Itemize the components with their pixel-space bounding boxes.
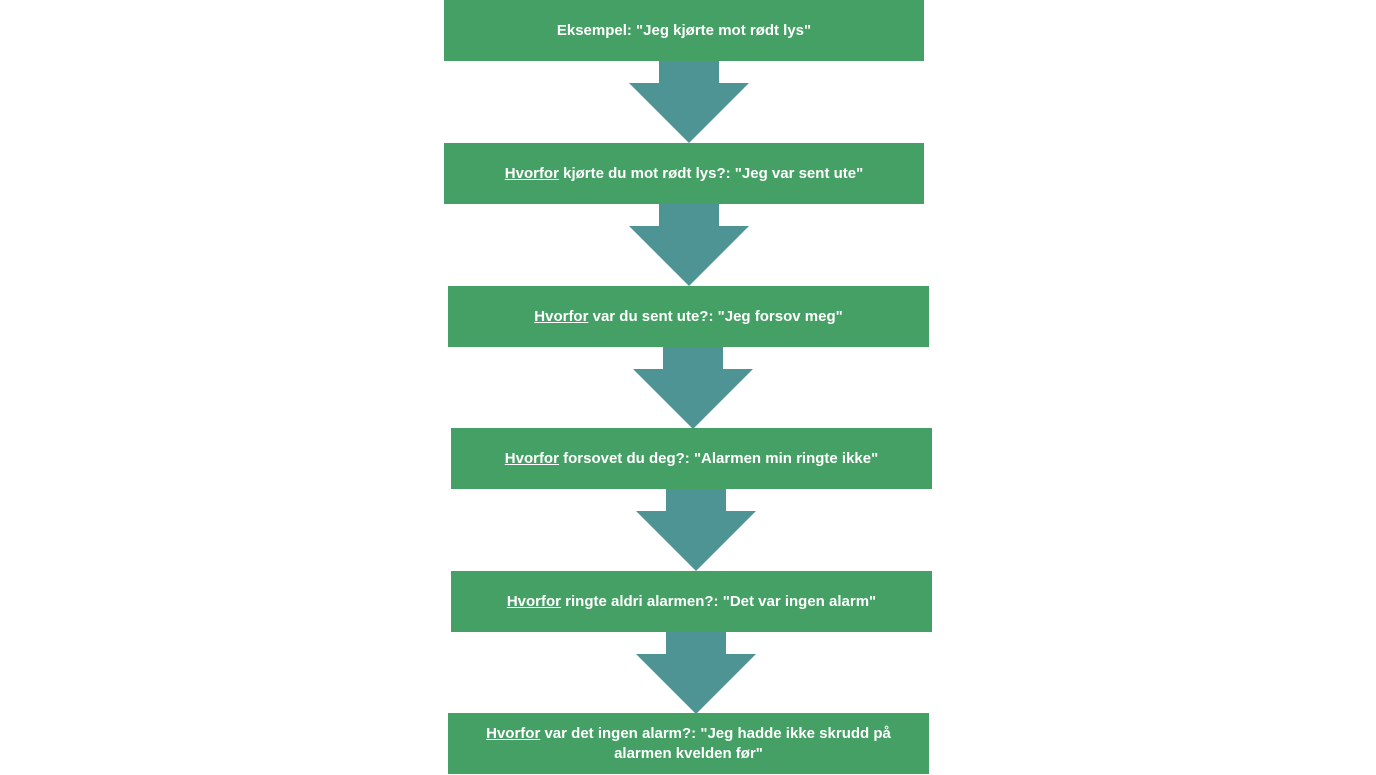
why-keyword: Hvorfor (534, 307, 589, 325)
down-arrow-icon (636, 632, 756, 714)
step-text: var det ingen alarm?: "Jeg hadde ikke sk… (540, 724, 891, 762)
why-keyword: Hvorfor (504, 164, 559, 182)
step-box-why-2: Hvorfor var du sent ute?: "Jeg forsov me… (448, 286, 929, 347)
step-text: var du sent ute?: "Jeg forsov meg" (588, 307, 843, 325)
step-box-why-1: Hvorfor kjørte du mot rødt lys?: "Jeg va… (444, 143, 924, 204)
step-text: ringte aldri alarmen?: "Det var ingen al… (561, 592, 877, 610)
down-arrow-icon (633, 347, 753, 429)
step-box-example: Eksempel: "Jeg kjørte mot rødt lys" (444, 0, 924, 61)
step-text: kjørte du mot rødt lys?: "Jeg var sent u… (558, 164, 864, 182)
down-arrow-icon (636, 489, 756, 571)
why-keyword: Hvorfor (506, 592, 561, 610)
why-keyword: Hvorfor (486, 724, 541, 742)
down-arrow-icon (629, 61, 749, 143)
step-box-why-5: Hvorfor var det ingen alarm?: "Jeg hadde… (448, 713, 929, 774)
why-keyword: Hvorfor (504, 449, 559, 467)
step-text: Eksempel: "Jeg kjørte mot rødt lys" (556, 21, 812, 39)
down-arrow-icon (629, 204, 749, 286)
step-box-why-3: Hvorfor forsovet du deg?: "Alarmen min r… (451, 428, 932, 489)
step-box-why-4: Hvorfor ringte aldri alarmen?: "Det var … (451, 571, 932, 632)
step-text: forsovet du deg?: "Alarmen min ringte ik… (558, 449, 879, 467)
